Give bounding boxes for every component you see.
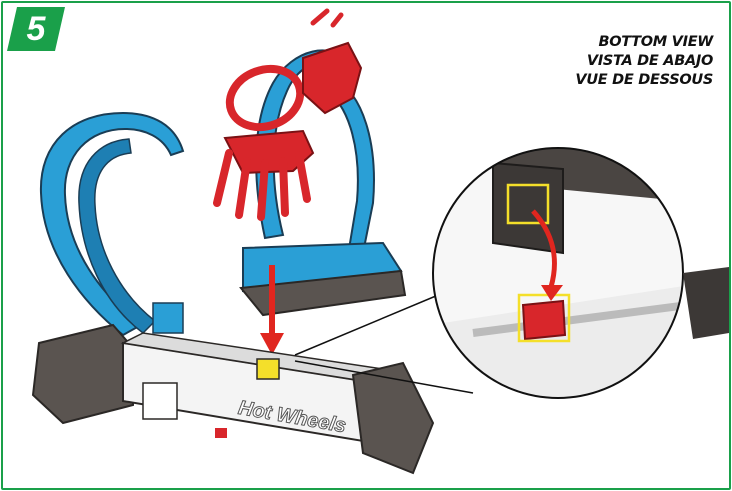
base-edge [683,267,729,339]
zoom-detail-circle [432,147,684,399]
placement-arrow [260,265,284,355]
caption-english: BOTTOM VIEW [598,34,713,50]
red-claw-part [213,8,363,221]
callout-lines [294,292,474,394]
caption-french: VUE DE DESSOUS [575,72,713,88]
launcher-base: Hot Wheels [31,323,435,475]
bottom-view-caption: BOTTOM VIEW VISTA DE ABAJO VUE DE DESSOU… [575,33,713,90]
caption-spanish: VISTA DE ABAJO [586,53,713,69]
step-number: 5 [26,10,46,48]
right-loop-track [239,49,407,317]
assembly-illustration: Hot Wheels [31,8,729,475]
step-badge: 5 [7,7,65,51]
left-loop-track [39,111,185,337]
